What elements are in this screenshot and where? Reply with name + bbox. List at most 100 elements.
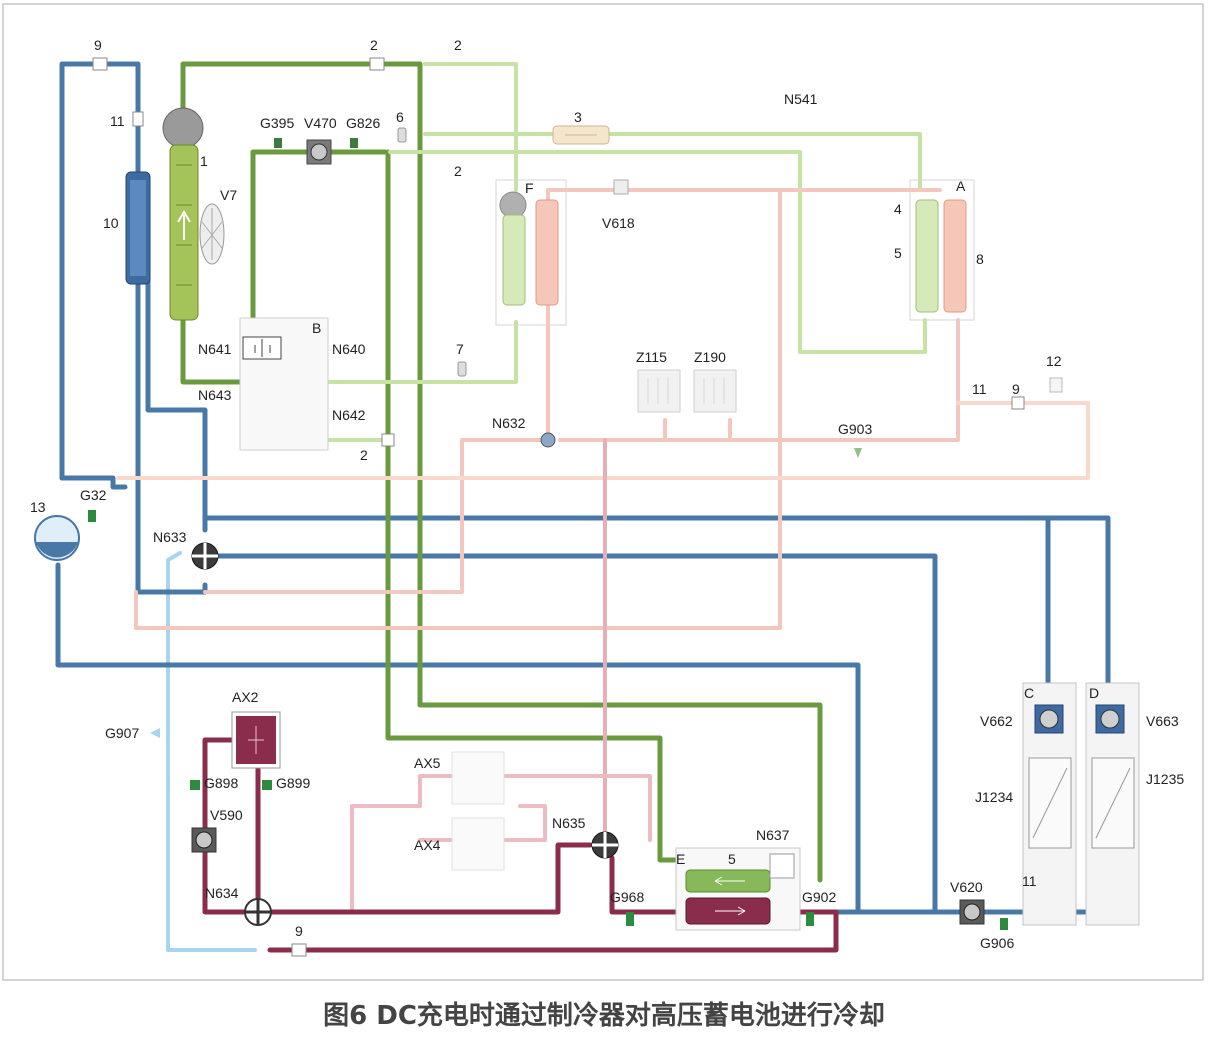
label-8: 8 (976, 251, 984, 267)
module-ax5 (451, 751, 505, 805)
sensor-12-icon (1049, 377, 1063, 393)
block-b (239, 317, 329, 451)
connector-9b (1011, 396, 1025, 410)
diagram-frame (2, 3, 1204, 981)
label-11: 11 (972, 381, 987, 397)
label-2: 2 (360, 447, 368, 463)
pipe-pink-f (203, 188, 550, 594)
sensor-g898-icon (190, 780, 200, 790)
pipe-green-cond-top (180, 61, 823, 883)
label-g826: G826 (346, 115, 380, 131)
label-n637: N637 (756, 827, 790, 843)
label-v470: V470 (304, 115, 337, 131)
label-10: 10 (103, 215, 119, 231)
pipe-blue-bottom-left (55, 562, 861, 915)
label-v590: V590 (210, 807, 243, 823)
label-z190: Z190 (694, 349, 726, 365)
fan-v7-icon (199, 203, 225, 265)
heater-z190 (693, 369, 737, 413)
pipe-maroon-chiller (609, 855, 679, 915)
pipe-maroon-left (202, 737, 251, 915)
sensor-g32-icon (88, 510, 96, 522)
label-g395: G395 (260, 115, 294, 131)
label-2: 2 (370, 37, 378, 53)
label-n541: N541 (784, 91, 818, 107)
label-g902: G902 (802, 889, 836, 905)
label-g907: G907 (105, 725, 139, 741)
label-n632: N632 (492, 415, 526, 431)
label-e: E (676, 851, 685, 867)
condenser-1 (162, 107, 204, 321)
label-g903: G903 (838, 421, 872, 437)
label-z115: Z115 (636, 349, 667, 365)
label-3: 3 (574, 109, 582, 125)
label-ax2: AX2 (232, 689, 259, 705)
sensor-g395-icon (274, 138, 282, 148)
label-v620: V620 (950, 879, 983, 895)
label-9: 9 (94, 37, 102, 53)
label-11: 11 (110, 113, 125, 129)
pipe-light-blue (166, 551, 257, 952)
connector-9a (92, 57, 108, 71)
connector-2a (369, 57, 385, 71)
label-9: 9 (1012, 381, 1020, 397)
connector-9c (291, 943, 307, 957)
pipe-blue-top-long (202, 515, 1111, 693)
label-n640: N640 (332, 341, 366, 357)
valve-6-icon (397, 127, 407, 143)
label-c: C (1024, 685, 1034, 701)
component-3 (552, 125, 610, 145)
label-j1235: J1235 (1146, 771, 1184, 787)
pipe-blue-left-outer (59, 61, 208, 595)
chiller-e (675, 847, 801, 931)
pipe-lgreen-third (388, 150, 927, 354)
figure-caption: 图6 DC充电时通过制冷器对高压蓄电池进行冷却 (323, 1000, 885, 1031)
label-g906: G906 (980, 935, 1014, 951)
pipe-pink-z (558, 418, 732, 442)
label-a: A (956, 178, 966, 194)
pipe-maroon-return (267, 909, 839, 953)
label-v662: V662 (980, 713, 1013, 729)
label-g899: G899 (276, 775, 310, 791)
label-f: F (525, 180, 534, 196)
pipe-blue-n633-up (145, 277, 208, 533)
pump-v590 (191, 827, 217, 853)
label-4: 4 (894, 201, 902, 217)
label-n643: N643 (198, 387, 232, 403)
label-v663: V663 (1146, 713, 1179, 729)
pipe-maroon-bottom (267, 842, 593, 915)
label-ax4: AX4 (414, 837, 441, 853)
sensor-g826-icon (350, 138, 358, 148)
label-11: 11 (1022, 873, 1037, 889)
pipe-blue-expansion (59, 475, 128, 490)
label-ax5: AX5 (414, 755, 441, 771)
valve-n634 (244, 898, 272, 926)
label-9: 9 (295, 923, 303, 939)
label-j1234: J1234 (975, 789, 1013, 805)
sensor-g902-icon (806, 912, 814, 926)
connector-2d (381, 433, 395, 447)
label-g968: G968 (610, 889, 644, 905)
valve-n633 (191, 542, 219, 570)
sensor-g907-icon (150, 728, 160, 738)
label-n635: N635 (552, 815, 586, 831)
label-n642: N642 (332, 407, 366, 423)
pipe-pink-top-v618 (134, 188, 782, 630)
label-n633: N633 (153, 529, 187, 545)
label-g898: G898 (204, 775, 238, 791)
label-2: 2 (454, 37, 462, 53)
label-12: 12 (1046, 353, 1062, 369)
evaporator-f (495, 179, 567, 326)
pipe-green-chiller-feed (385, 149, 679, 863)
pipe-pinkmid-ax (350, 774, 652, 914)
compressor-v470 (274, 138, 358, 165)
valve-v618-icon (613, 179, 629, 195)
label-n634: N634 (205, 885, 239, 901)
valve-n635 (591, 831, 619, 859)
unit-c (1022, 682, 1077, 926)
label-2: 2 (454, 163, 462, 179)
label-n641: N641 (198, 341, 232, 357)
sensor-g968-icon (626, 912, 634, 926)
